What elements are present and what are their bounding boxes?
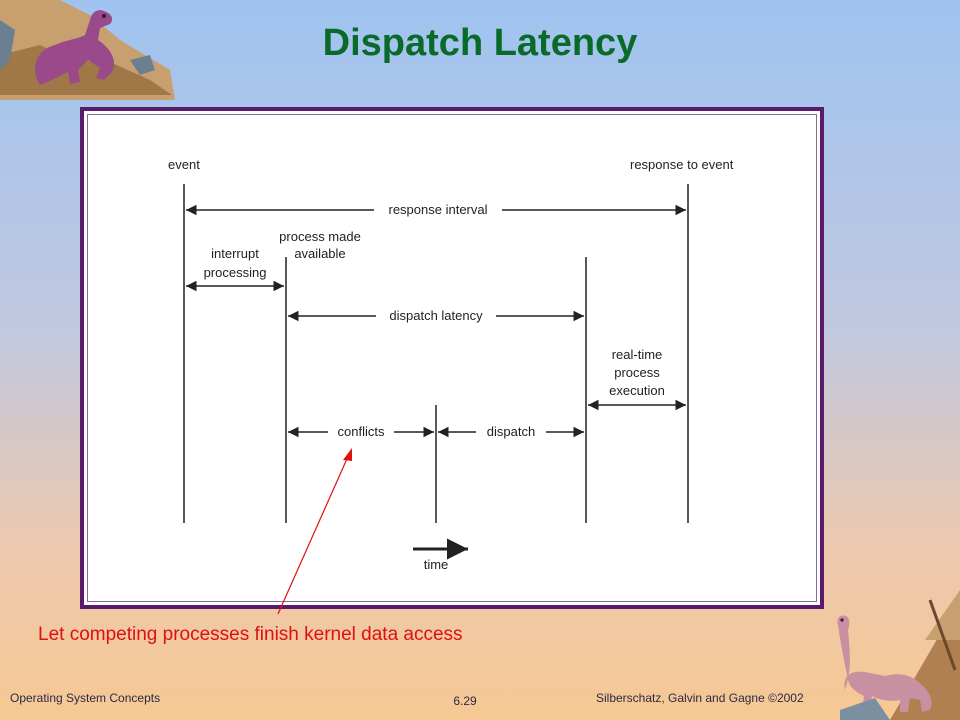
dispatch-label: dispatch [487, 424, 535, 439]
dinosaur-brontosaurus-icon [837, 590, 960, 720]
time-label: time [424, 557, 449, 572]
realtime-label-line3: execution [609, 383, 665, 398]
diagram-frame-inner [87, 114, 817, 602]
interrupt-label-line2: processing [204, 265, 267, 280]
dispatch-latency-label: dispatch latency [389, 308, 483, 323]
copyright-symbol: © [768, 691, 777, 705]
interrupt-label-line1: interrupt [211, 246, 259, 261]
diagram-frame [80, 107, 824, 609]
annotation-pointer-head [343, 448, 352, 461]
response-to-event-label: response to event [630, 157, 734, 172]
annotation-pointer-arrow [277, 451, 351, 615]
footer-authors: Silberschatz, Galvin and Gagne ©2002 [596, 691, 804, 705]
slide-title: Dispatch Latency [322, 22, 638, 64]
footer-course: Operating System Concepts [10, 691, 161, 705]
conflicts-label: conflicts [338, 424, 385, 439]
realtime-label-line1: real-time [612, 347, 663, 362]
response-interval-label: response interval [389, 202, 488, 217]
footer-authors-names: Silberschatz, Galvin and Gagne [596, 691, 769, 705]
event-label: event [168, 157, 200, 172]
footer-year: 2002 [776, 691, 804, 705]
footer-page-number: 6.29 [453, 694, 477, 708]
process-made-label-line2: available [294, 246, 345, 261]
realtime-label-line2: process [614, 365, 660, 380]
annotation-text: Let competing processes finish kernel da… [38, 624, 463, 645]
process-made-label-line1: process made [279, 229, 361, 244]
dinosaur-trex-icon [0, 0, 175, 100]
